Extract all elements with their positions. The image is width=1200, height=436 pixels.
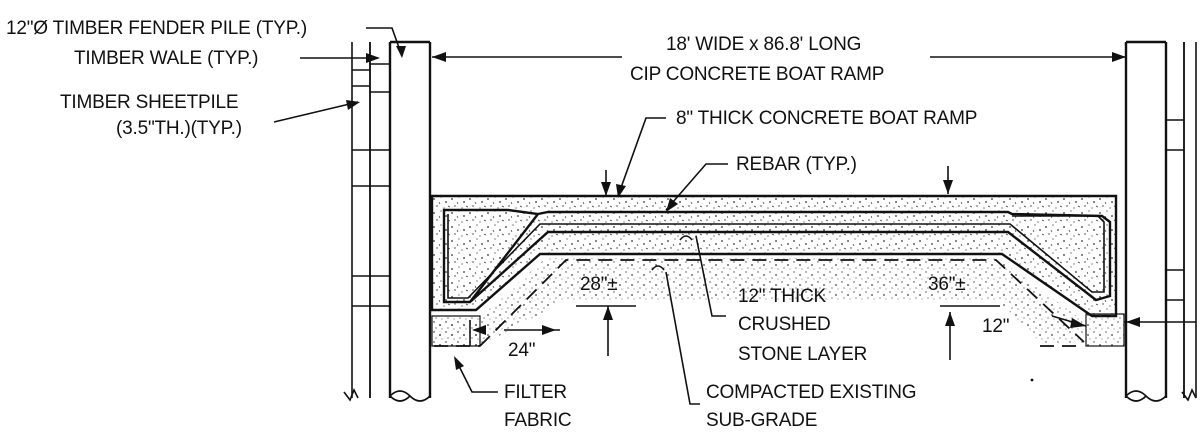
leader-lines [273,27,1126,405]
rebar-cage [442,208,1112,304]
label-stone-line1: 12" THICK [738,286,827,307]
label-stone-line3: STONE LAYER [738,344,867,365]
right-fender-pile [1124,40,1168,402]
label-ramp-title-line2: CIP CONCRETE BOAT RAMP [630,64,884,85]
label-subgrade-line2: SUB-GRADE [706,410,817,431]
label-ramp-title-line1: 18' WIDE x 86.8' LONG [666,34,861,55]
right-stone-block [1085,313,1125,347]
label-stone-line2: CRUSHED [738,314,831,335]
left-stone-block [431,315,481,347]
left-fender-pile [388,40,432,402]
subgrade-line [479,259,1085,347]
left-wale [369,42,391,398]
right-wale [1165,42,1185,398]
label-dim-12: 12" [982,316,1009,337]
label-sheetpile-line2: (3.5"TH.)(TYP.) [116,118,242,139]
label-thick-ramp: 8" THICK CONCRETE BOAT RAMP [676,108,977,129]
right-sheetpile [1181,42,1197,402]
label-dim-36: 36"± [928,274,966,295]
label-filter-line1: FILTER [504,382,567,403]
label-subgrade-line1: COMPACTED EXISTING [706,382,916,403]
left-sheetpile [343,42,371,402]
label-dim-28: 28"± [580,274,618,295]
label-filter-line2: FABRIC [504,410,571,431]
label-dim-24: 24" [508,340,535,361]
concrete-slab [430,194,1118,318]
label-sheetpile-line1: TIMBER SHEETPILE [60,92,238,113]
label-fender-pile: 12"Ø TIMBER FENDER PILE (TYP.) [6,18,307,39]
crushed-stone-layer [432,258,1084,346]
label-wale: TIMBER WALE (TYP.) [74,48,258,69]
label-rebar: REBAR (TYP.) [736,154,857,175]
